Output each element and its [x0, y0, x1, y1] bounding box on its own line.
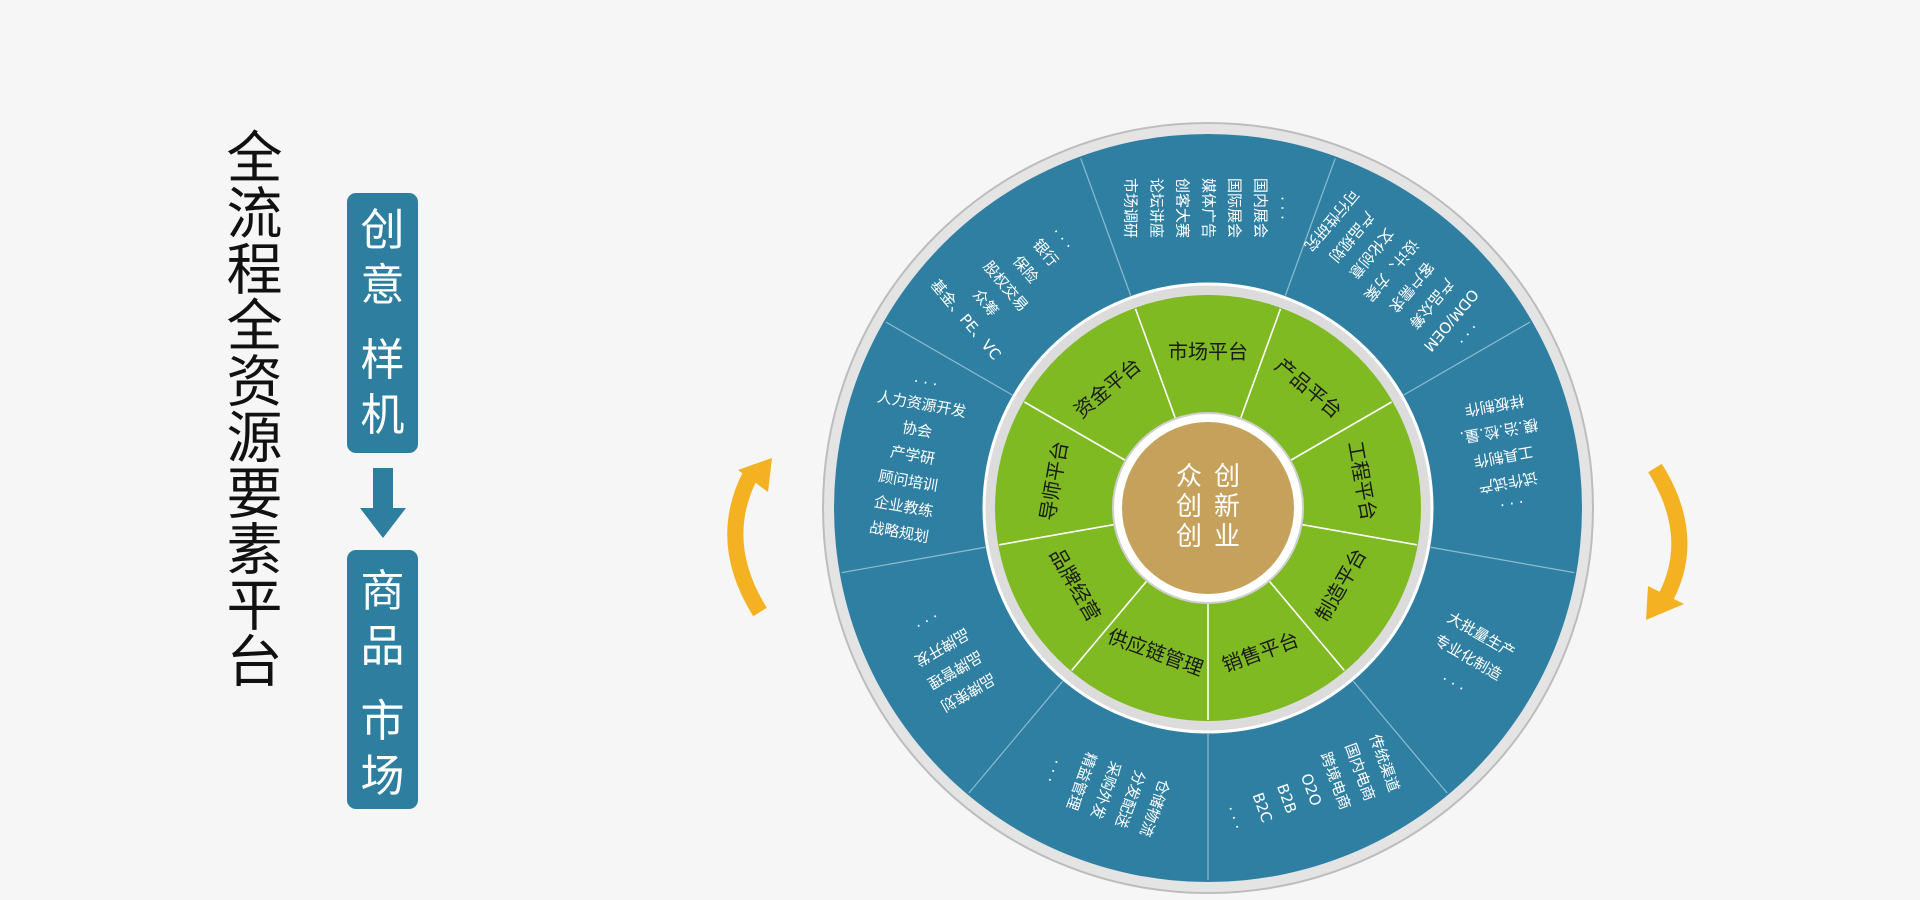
outer-item-group: 论坛讲座 [1148, 178, 1166, 238]
inner-dividers [999, 308, 1417, 720]
outer-divider [1430, 546, 1575, 574]
outer-item-0-3: 媒体广告 [1200, 178, 1218, 238]
product-market-box: 商品 市场 [347, 550, 418, 809]
outer-item-group: 市场调研 [1122, 178, 1140, 238]
flow-top-1: 创意 [360, 205, 405, 311]
outer-divider [1403, 321, 1531, 396]
outer-divider [1284, 158, 1336, 296]
outer-divider [1352, 680, 1448, 794]
outer-item-0-6: . . . [1278, 196, 1296, 220]
outer-item-0-1: 论坛讲座 [1148, 178, 1166, 238]
outer-item-2-4: . . . [1499, 497, 1526, 519]
outer-item-group: 国内展会 [1252, 178, 1270, 238]
outer-divider [841, 546, 986, 574]
outer-item-group: 媒体广告 [1200, 178, 1218, 238]
flow-top-2: 样机 [360, 335, 405, 441]
outer-dividers [841, 158, 1575, 880]
inner-divider [1290, 401, 1392, 461]
outer-item-0-2: 创客大赛 [1174, 178, 1192, 238]
outer-item-7-6: . . . [913, 368, 940, 390]
center-right-text: 创新业 [1214, 462, 1240, 552]
outer-item-group: 国际展会 [1226, 178, 1244, 238]
flow-bottom-1: 商品 [360, 566, 405, 672]
platform-label-0: 市场平台 [1168, 340, 1248, 364]
inner-divider [1240, 308, 1282, 419]
arrow-down-icon [360, 468, 406, 538]
concept-prototype-box: 创意 样机 [347, 193, 418, 453]
inner-divider [1269, 581, 1345, 671]
page-title: 全流程全资源要素平台 [217, 128, 282, 688]
outer-item-7-4: 协会 [901, 418, 934, 441]
outer-item-group: . . . [1499, 497, 1526, 519]
inner-divider [1071, 581, 1147, 671]
center-left-text: 众创创 [1176, 462, 1202, 552]
inner-divider [1024, 401, 1126, 461]
flow-bottom-2: 市场 [360, 696, 405, 802]
outer-item-group: 协会 [901, 418, 934, 441]
outer-item-0-4: 国际展会 [1226, 178, 1244, 238]
outer-divider [1080, 158, 1132, 296]
cycle-arrow-left-icon [727, 458, 772, 617]
outer-divider [968, 680, 1064, 794]
center-disc [1122, 422, 1294, 594]
outer-item-0-5: 国内展会 [1252, 178, 1270, 238]
outer-item-0-0: 市场调研 [1122, 178, 1140, 238]
outer-item-group: . . . [1278, 196, 1296, 220]
inner-divider [999, 523, 1114, 546]
outer-item-group: . . . [913, 368, 940, 390]
inner-divider [1302, 523, 1417, 546]
outer-divider [885, 321, 1013, 396]
outer-item-group: 创客大赛 [1174, 178, 1192, 238]
inner-divider [1134, 308, 1176, 419]
cycle-arrow-right-icon [1646, 463, 1688, 620]
